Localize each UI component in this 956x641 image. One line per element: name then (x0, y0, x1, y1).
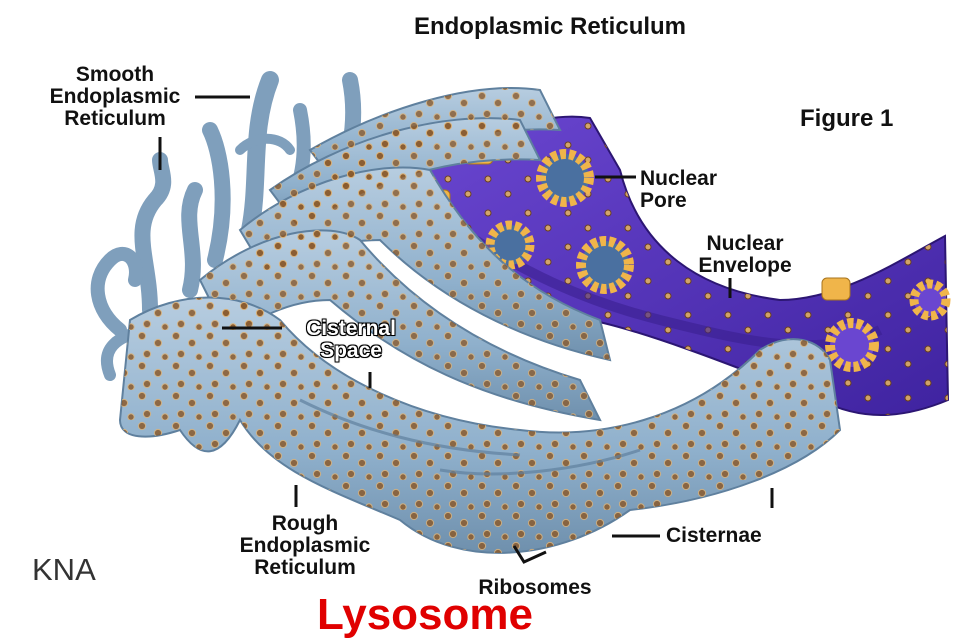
label-nuclear-envelope: Nuclear Envelope (680, 233, 810, 277)
label-smooth-er: Smooth Endoplasmic Reticulum (30, 64, 200, 130)
figure-label: Figure 1 (800, 106, 940, 132)
kna-watermark: KNA (32, 554, 132, 586)
label-cisternae: Cisternae (666, 525, 806, 547)
nuclear-pore-3 (581, 241, 629, 289)
diagram-title: Endoplasmic Reticulum (360, 14, 740, 40)
footer-title: Lysosome (300, 592, 550, 638)
label-cisternal-space: Cisternal Space (286, 318, 416, 362)
nuclear-pore-1 (541, 154, 589, 202)
label-nuclear-pore: Nuclear Pore (640, 168, 750, 212)
label-rough-er: Rough Endoplasmic Reticulum (210, 513, 400, 579)
nuclear-pore-4 (830, 323, 874, 367)
nuclear-pore-5 (914, 284, 946, 316)
